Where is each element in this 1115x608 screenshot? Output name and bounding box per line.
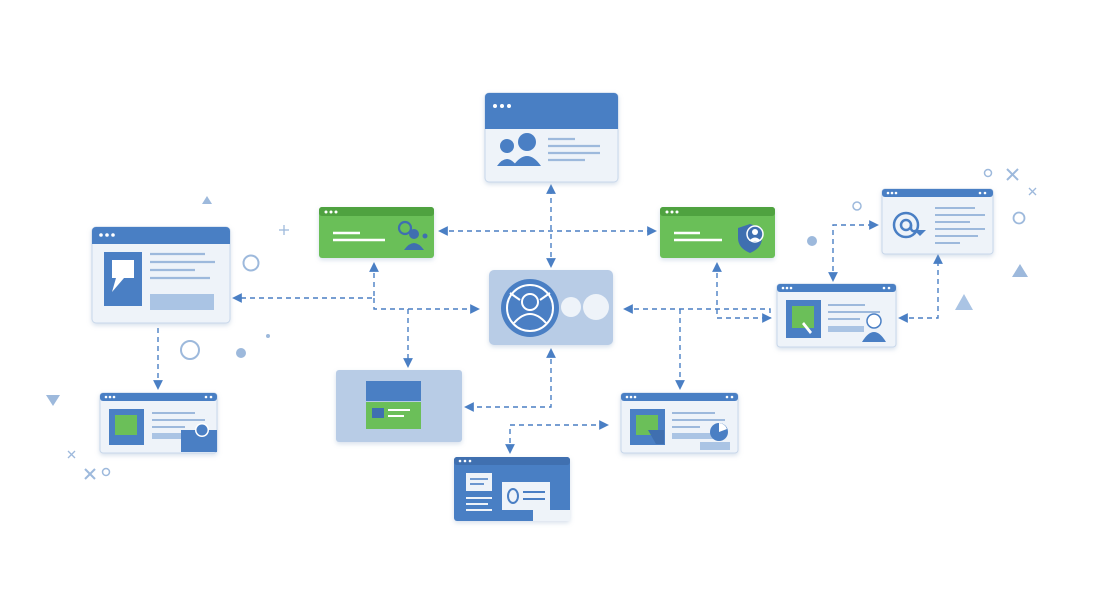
left-green-card — [319, 207, 434, 258]
triangle-icon — [46, 395, 60, 406]
users-icon — [497, 133, 541, 166]
edge-media-email-a — [828, 220, 879, 282]
triangle-icon — [202, 196, 212, 204]
triangle-icon — [1012, 264, 1028, 277]
circle-outline-icon — [180, 340, 200, 360]
top-card-dots — [493, 104, 511, 108]
cross-icon — [84, 468, 96, 480]
user-search-icon — [397, 220, 428, 250]
edge-hub-gray — [464, 348, 556, 412]
circle-outline-icon — [983, 168, 993, 178]
layout-icon — [366, 381, 421, 429]
edge-contact — [505, 420, 609, 454]
presenter-icon — [181, 423, 217, 452]
hub-dots-icon — [561, 294, 609, 320]
edge-hub-left-doc — [232, 262, 379, 303]
cross-icon — [1028, 187, 1037, 196]
edge-left-to-hub — [373, 298, 480, 314]
circle-outline-icon — [852, 201, 862, 211]
circle-outline-icon — [101, 467, 111, 477]
comment-icon — [112, 260, 134, 292]
cross-icon — [67, 450, 76, 459]
top-card-lines — [548, 137, 600, 162]
dot-icon — [266, 334, 270, 338]
presenter-icon-right — [862, 313, 886, 342]
id-card-icon — [502, 482, 550, 510]
edge-green-media — [712, 262, 772, 323]
user-circle-icon — [501, 279, 559, 337]
plus-icon — [279, 225, 289, 235]
user-shield-icon — [738, 224, 764, 253]
edge-hub-right — [623, 304, 771, 318]
top-profile-card — [484, 92, 619, 183]
chart-icon — [700, 423, 730, 450]
edge-media-email-b — [898, 254, 943, 323]
dot-icon — [807, 236, 817, 246]
connectors — [153, 184, 943, 454]
circle-outline-icon — [242, 254, 260, 272]
decorations — [46, 168, 1037, 480]
at-sign-icon — [892, 211, 926, 239]
triangle-icon — [955, 294, 973, 310]
circle-outline-icon — [1012, 211, 1026, 225]
cross-icon — [1006, 168, 1019, 181]
dot-icon — [236, 348, 246, 358]
